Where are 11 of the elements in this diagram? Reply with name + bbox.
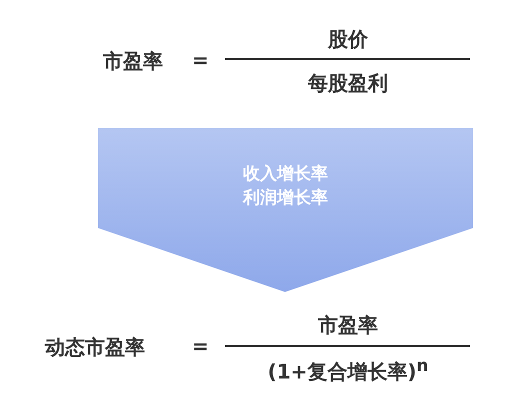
equals-sign: = bbox=[192, 48, 209, 72]
arrow-text: 收入增长率 bbox=[242, 163, 329, 185]
arrow-text: 利润增长率 bbox=[242, 187, 329, 209]
equals-sign: = bbox=[192, 334, 209, 358]
formula-term: (1+复合增长率)$^{n}$ bbox=[268, 356, 428, 386]
formula-term: 市盈率 bbox=[103, 48, 163, 75]
down-arrow-shape bbox=[98, 128, 473, 292]
formula-term: 动态市盈率 bbox=[45, 334, 145, 361]
formula-term: 股价 bbox=[328, 26, 368, 53]
formula-term: 每股盈利 bbox=[308, 70, 388, 97]
formula-term: 市盈率 bbox=[318, 312, 378, 339]
